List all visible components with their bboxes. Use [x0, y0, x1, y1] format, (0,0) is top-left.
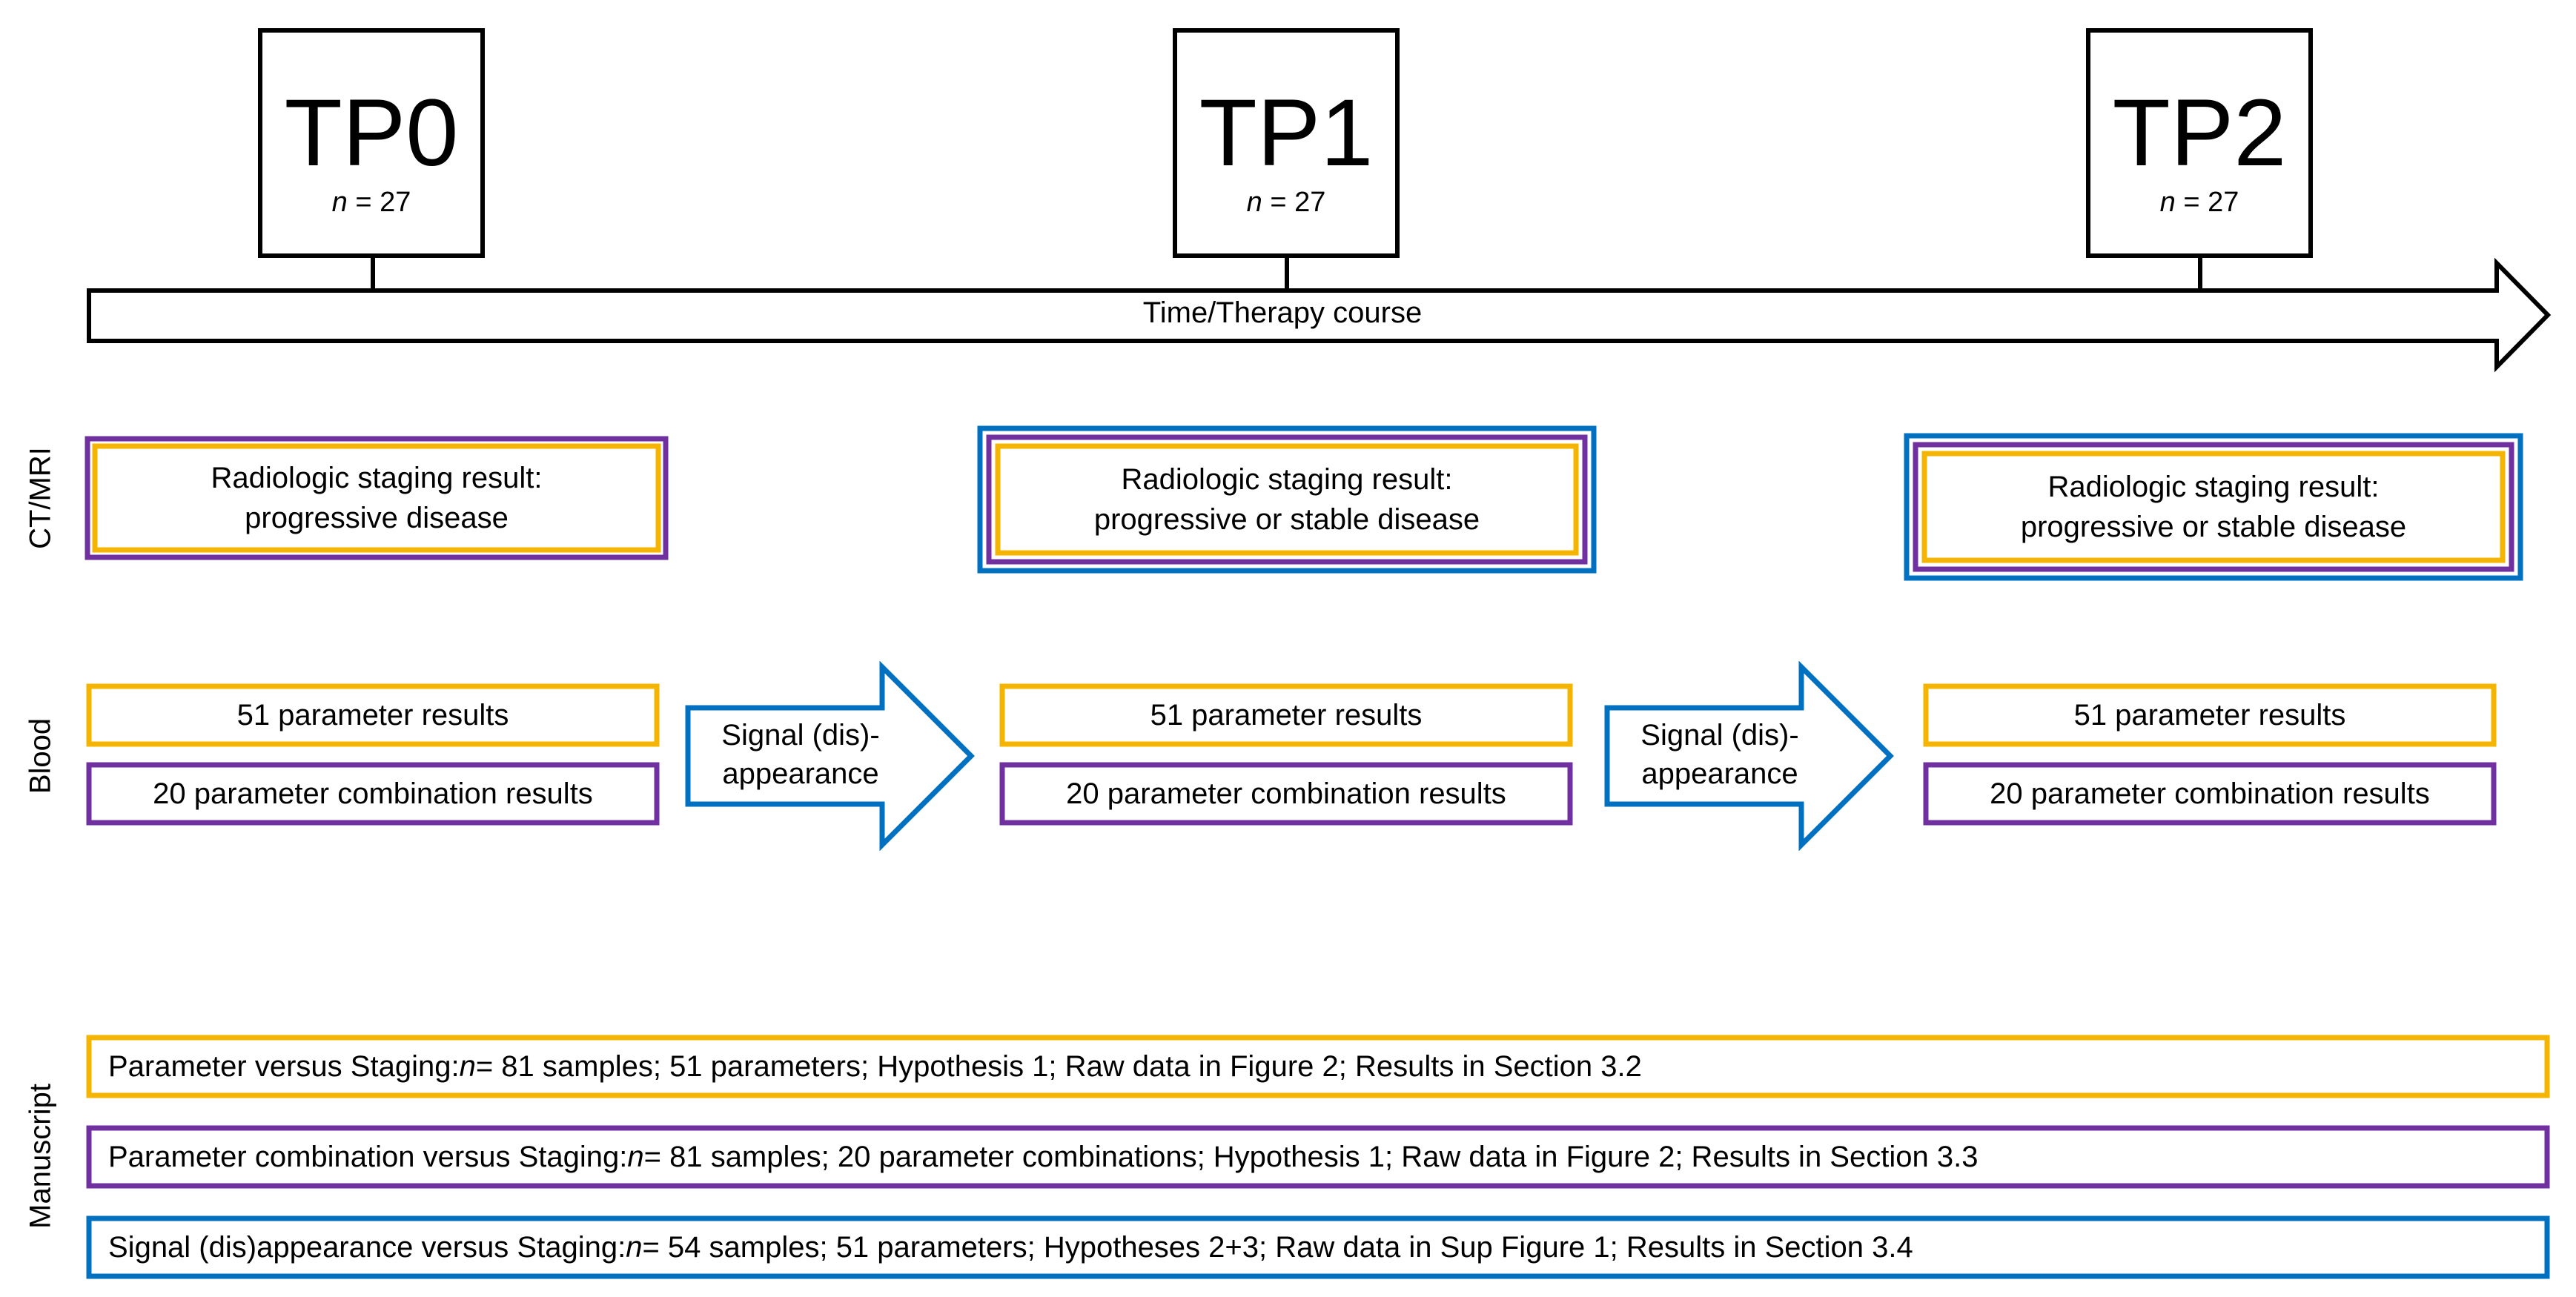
- row-label-ct-mri: CT/MRI: [24, 447, 57, 549]
- sample-count: n = 27: [1246, 187, 1326, 218]
- manuscript-box-2: [86, 1125, 2550, 1189]
- row-label-blood: Blood: [24, 717, 57, 795]
- combination-results-box-tp0: [86, 762, 660, 826]
- timeline-arrow: [87, 257, 2552, 373]
- staging-box-tp2: [1904, 433, 2523, 581]
- signal-arrow-label-2: Signal (dis)-appearance: [1640, 719, 1799, 790]
- staging-text-tp0: Radiologic staging result:progressive di…: [211, 462, 543, 534]
- signal-arrow-2: [1604, 660, 1894, 852]
- manuscript-box-1: [86, 1035, 2550, 1098]
- timepoint-label: TP1: [1199, 80, 1374, 186]
- sample-count: n = 27: [331, 187, 411, 218]
- timepoint-box-tp2: TP2 n = 27: [2086, 28, 2313, 258]
- staging-text-tp2: Radiologic staging result:progressive or…: [2020, 471, 2407, 543]
- manuscript-box-3: [86, 1215, 2550, 1279]
- staging-box-tp0: [85, 436, 669, 560]
- row-label-manuscript: Manuscript: [24, 1084, 57, 1229]
- parameter-results-box-tp1: [999, 683, 1573, 747]
- manuscript-entry-2: Parameter combination versus Staging: n …: [108, 1140, 1979, 1173]
- combination-results-label-tp2: 20 parameter combination results: [1990, 777, 2430, 810]
- combination-results-label-tp0: 20 parameter combination results: [153, 777, 593, 810]
- manuscript-entry-1: Parameter versus Staging: n = 81 samples…: [108, 1049, 1642, 1083]
- parameter-results-label-tp0: 51 parameter results: [236, 698, 509, 732]
- timepoint-label: TP2: [2112, 80, 2287, 186]
- timepoint-box-tp0: TP0 n = 27: [258, 28, 485, 258]
- timepoint-box-tp1: TP1 n = 27: [1173, 28, 1400, 258]
- combination-results-box-tp2: [1923, 762, 2497, 826]
- staging-box-tp1: [977, 425, 1597, 574]
- parameter-results-box-tp0: [86, 683, 660, 747]
- signal-arrow-1: [685, 660, 975, 852]
- manuscript-entry-3: Signal (dis)appearance versus Staging: n…: [108, 1230, 1913, 1264]
- combination-results-label-tp1: 20 parameter combination results: [1066, 777, 1506, 810]
- staging-text-tp1: Radiologic staging result:progressive or…: [1093, 463, 1480, 536]
- combination-results-box-tp1: [999, 762, 1573, 826]
- parameter-results-label-tp1: 51 parameter results: [1150, 698, 1423, 732]
- signal-arrow-label-1: Signal (dis)-appearance: [721, 719, 880, 790]
- parameter-results-box-tp2: [1923, 683, 2497, 747]
- timepoint-label: TP0: [284, 80, 459, 186]
- parameter-results-label-tp2: 51 parameter results: [2073, 698, 2346, 732]
- sample-count: n = 27: [2159, 187, 2239, 218]
- timeline-label: Time/Therapy course: [1142, 296, 1423, 329]
